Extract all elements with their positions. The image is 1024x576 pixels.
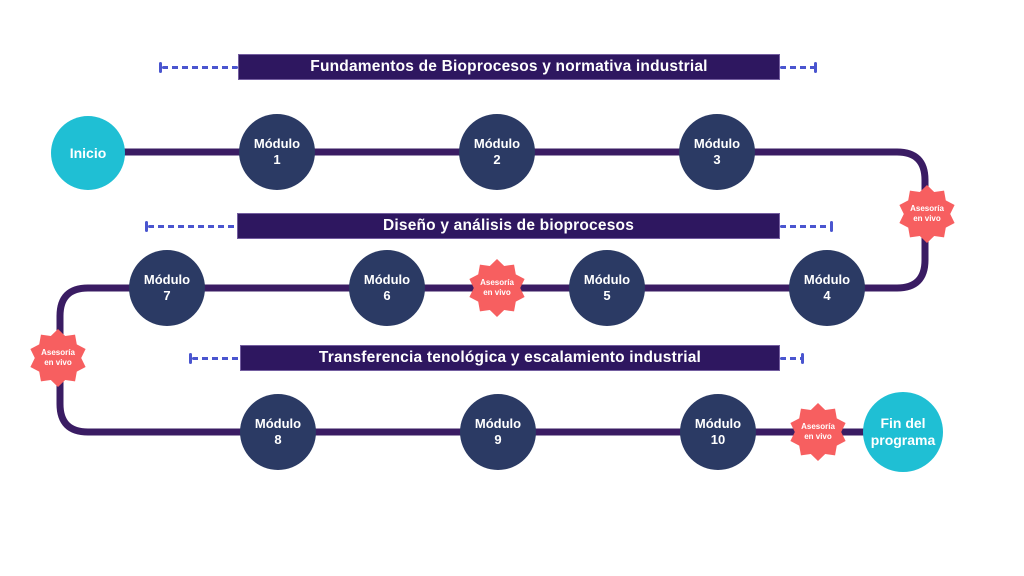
module-word: Módulo bbox=[143, 272, 191, 288]
module-number: 1 bbox=[273, 152, 281, 167]
module-word: Módulo bbox=[253, 136, 301, 152]
badge-line2: en vivo bbox=[804, 432, 832, 441]
section-banner-1: Fundamentos de Bioprocesos y normativa i… bbox=[238, 54, 780, 80]
module-word: Módulo bbox=[473, 136, 521, 152]
module-number: 8 bbox=[274, 432, 282, 447]
badge-line1: Asesoría bbox=[480, 277, 514, 287]
badge-line1: Asesoría bbox=[801, 421, 835, 431]
module-number: 5 bbox=[603, 288, 611, 303]
module-8-node: Módulo 8 bbox=[240, 394, 316, 470]
dash-endcap-icon bbox=[159, 61, 162, 73]
module-3-node: Módulo 3 bbox=[679, 114, 755, 190]
dashed-connector bbox=[780, 356, 802, 360]
module-word: Módulo bbox=[254, 416, 302, 432]
module-number: 10 bbox=[710, 432, 726, 447]
module-word: Módulo bbox=[803, 272, 851, 288]
module-number: 6 bbox=[383, 288, 391, 303]
module-9-node: Módulo 9 bbox=[460, 394, 536, 470]
badge-line1: Asesoría bbox=[910, 203, 944, 213]
module-word: Módulo bbox=[363, 272, 411, 288]
badge-line2: en vivo bbox=[44, 358, 72, 367]
module-4-node: Módulo 4 bbox=[789, 250, 865, 326]
section-banner-3: Transferencia tenológica y escalamiento … bbox=[240, 345, 780, 371]
end-label-line1: Fin del bbox=[880, 415, 926, 432]
start-node: Inicio bbox=[51, 116, 125, 190]
module-number: 7 bbox=[163, 288, 171, 303]
module-word: Módulo bbox=[693, 136, 741, 152]
module-7-node: Módulo 7 bbox=[129, 250, 205, 326]
module-word: Módulo bbox=[474, 416, 522, 432]
dashed-connector bbox=[192, 356, 240, 360]
dash-endcap-icon bbox=[830, 220, 833, 232]
module-2-node: Módulo 2 bbox=[459, 114, 535, 190]
module-number: 4 bbox=[823, 288, 831, 303]
section-title: Fundamentos de Bioprocesos y normativa i… bbox=[310, 58, 708, 75]
section-title: Transferencia tenológica y escalamiento … bbox=[318, 349, 702, 366]
module-word: Módulo bbox=[583, 272, 631, 288]
badge-line2: en vivo bbox=[483, 288, 511, 297]
module-number: 9 bbox=[494, 432, 502, 447]
dashed-connector bbox=[780, 65, 816, 69]
start-label: Inicio bbox=[69, 144, 107, 161]
dashed-connector bbox=[148, 224, 237, 228]
module-6-node: Módulo 6 bbox=[349, 250, 425, 326]
section-title: Diseño y análisis de bioprocesos bbox=[382, 217, 635, 234]
badge-line2: en vivo bbox=[913, 214, 941, 223]
module-10-node: Módulo 10 bbox=[680, 394, 756, 470]
dashed-connector bbox=[162, 65, 238, 69]
module-number: 3 bbox=[713, 152, 721, 167]
dashed-connector bbox=[780, 224, 830, 228]
dash-endcap-icon bbox=[801, 352, 804, 364]
module-number: 2 bbox=[493, 152, 501, 167]
module-word: Módulo bbox=[694, 416, 742, 432]
dash-endcap-icon bbox=[145, 220, 148, 232]
dash-endcap-icon bbox=[814, 61, 817, 73]
end-node: Fin del programa bbox=[863, 392, 943, 472]
section-banner-2: Diseño y análisis de bioprocesos bbox=[237, 213, 780, 239]
dash-endcap-icon bbox=[189, 352, 192, 364]
end-label-line2: programa bbox=[870, 432, 936, 448]
module-5-node: Módulo 5 bbox=[569, 250, 645, 326]
module-1-node: Módulo 1 bbox=[239, 114, 315, 190]
badge-line1: Asesoría bbox=[41, 347, 75, 357]
